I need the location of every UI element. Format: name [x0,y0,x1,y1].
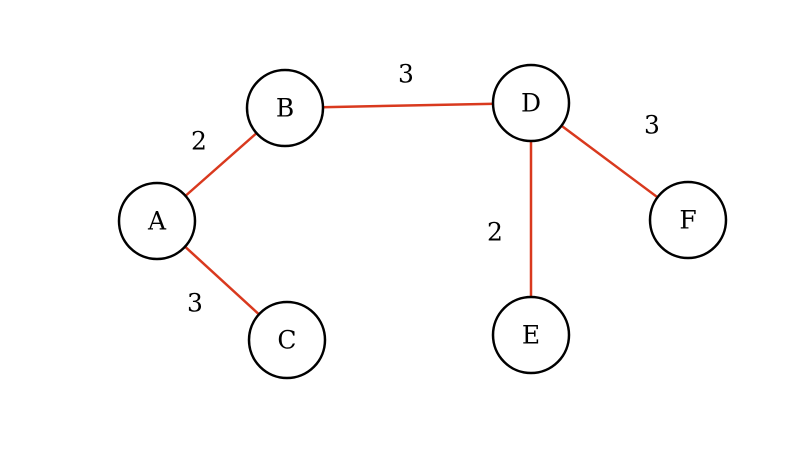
node-label-a: A [147,207,167,236]
node-e: E [491,295,571,375]
node-label-f: F [679,206,696,235]
node-label-c: C [277,326,296,355]
edge-weight-d-f: 3 [644,111,660,140]
edge-weights-layer: 2 3 3 2 3 [187,60,660,318]
edge-weight-d-e: 2 [487,218,503,247]
edge-weight-a-c: 3 [187,289,203,318]
node-circle-a [117,181,197,261]
edge-b-d [284,101,532,110]
node-label-e: E [522,321,540,350]
node-circle-b [245,68,325,148]
edges-layer [156,101,689,341]
node-circle-f [648,180,728,260]
node-circle-d [491,63,571,143]
edge-weight-b-d: 3 [398,60,414,89]
node-label-b: B [276,94,294,123]
node-b: B [245,68,325,148]
node-d: D [491,63,571,143]
edge-weight-a-b: 2 [191,127,207,156]
nodes-layer: A B C D E F [117,63,728,380]
node-f: F [648,180,728,260]
node-circle-c [247,300,327,380]
node-circle-e [491,295,571,375]
node-label-d: D [521,89,541,118]
node-c: C [247,300,327,380]
node-a: A [117,181,197,261]
